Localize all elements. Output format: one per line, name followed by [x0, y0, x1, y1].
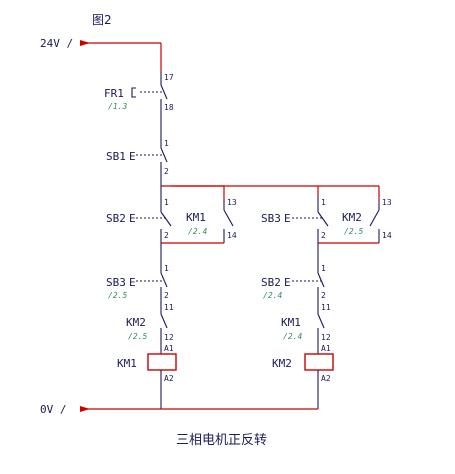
left-sb3-e: E: [129, 276, 136, 289]
right-sb3-pin-bottom: 2: [321, 231, 326, 240]
diagram-caption: 三相电机正反转: [176, 433, 267, 448]
right-km1-il-label: KM1: [281, 316, 301, 329]
left-sb2-contact: [136, 186, 172, 243]
right-sb2-ref: /2.4: [263, 291, 282, 300]
right-km1-il-pin-bottom: 12: [321, 333, 331, 342]
left-km1-hold-contact: [161, 185, 234, 244]
right-sb3-e: E: [284, 212, 291, 225]
sb1-e: E: [129, 150, 136, 163]
right-sb3-contact: [292, 196, 329, 243]
right-sb3-pin-top: 1: [321, 198, 326, 207]
fr1-contact: [131, 72, 168, 112]
right-km2-hold-label: KM2: [342, 211, 362, 224]
right-coil-label: KM2: [272, 357, 292, 370]
right-km2-hold-ref: /2.5: [344, 227, 363, 236]
left-sb2-e: E: [129, 212, 136, 225]
right-km1-il-pin-top: 11: [321, 303, 331, 312]
left-sb2-label: SB2: [106, 212, 126, 225]
right-km1-il-ref: /2.4: [283, 332, 302, 341]
left-sb2-pin-top: 1: [164, 198, 169, 207]
sb1-pin-bottom: 2: [164, 167, 169, 176]
left-km2-il-label: KM2: [126, 316, 146, 329]
right-sb2-e: E: [284, 276, 291, 289]
left-km1-hold-label: KM1: [186, 211, 206, 224]
left-sb3-contact: [136, 265, 168, 300]
left-sb3-ref: /2.5: [108, 291, 127, 300]
left-km1-hold-pin-bottom: 14: [227, 231, 237, 240]
right-sb3-label: SB3: [261, 212, 281, 225]
km2-coil: [304, 353, 334, 371]
right-km2-hold-contact: [318, 186, 380, 244]
left-km1-hold-pin-top: 13: [227, 198, 237, 207]
km1-coil: [147, 353, 177, 371]
left-sb3-pin-top: 1: [164, 264, 169, 273]
sb1-label: SB1: [106, 150, 126, 163]
supply-0v-label: 0V /: [40, 403, 67, 416]
diagram-title: 图2: [92, 13, 112, 27]
right-sb2-contact: [292, 265, 325, 300]
left-km2-il-ref: /2.5: [128, 332, 147, 341]
left-km1-hold-ref: /2.4: [188, 227, 207, 236]
fr1-pin-bottom: 18: [164, 103, 174, 112]
left-km2-il-pin-bottom: 12: [164, 333, 174, 342]
right-sb2-pin-top: 1: [321, 264, 326, 273]
fr1-ref: /1.3: [108, 102, 127, 111]
right-km2-hold-pin-bottom: 14: [382, 231, 392, 240]
supply-24v-arrow: [80, 40, 161, 46]
right-km1-interlock-contact: [317, 300, 325, 354]
right-coil-pin-bottom: A2: [321, 374, 331, 383]
sb1-pin-top: 1: [164, 139, 169, 148]
right-km2-hold-pin-top: 13: [382, 198, 392, 207]
fr1-label: FR1: [104, 87, 124, 100]
left-coil-label: KM1: [117, 357, 137, 370]
right-sb2-label: SB2: [261, 276, 281, 289]
right-sb2-pin-bottom: 2: [321, 291, 326, 300]
sb1-contact: [136, 142, 168, 172]
left-km2-interlock-contact: [160, 300, 168, 354]
supply-0v-arrow: [80, 406, 318, 412]
left-coil-pin-bottom: A2: [164, 374, 174, 383]
left-sb2-pin-bottom: 2: [164, 231, 169, 240]
right-coil-pin-top: A1: [321, 344, 331, 353]
left-sb3-pin-bottom: 2: [164, 291, 169, 300]
supply-24v-label: 24V /: [40, 37, 73, 50]
left-sb3-label: SB3: [106, 276, 126, 289]
left-km2-il-pin-top: 11: [164, 303, 174, 312]
left-coil-pin-top: A1: [164, 344, 174, 353]
fr1-pin-top: 17: [164, 73, 174, 82]
